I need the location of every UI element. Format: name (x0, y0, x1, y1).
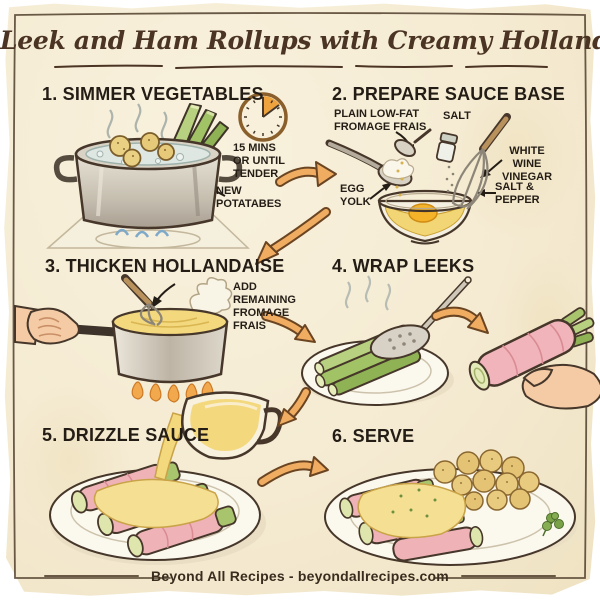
falling-grains (395, 161, 404, 197)
add-fromage-arrow-icon (151, 283, 176, 309)
step6-heading: 6. SERVE (332, 426, 415, 446)
salt-pepper-label: SALT & PEPPER (495, 181, 540, 206)
saucepan-body (111, 320, 229, 384)
footer-rule-left (44, 575, 140, 577)
arrow-step3-to-step4-icon (261, 311, 316, 343)
serve-plate-illustration (324, 449, 577, 566)
new-potatoes (433, 449, 540, 511)
steam-icon (106, 103, 168, 141)
step4-heading: 4. WRAP LEEKS (332, 256, 475, 276)
gas-flame-icon (114, 228, 170, 238)
whisk (121, 274, 163, 326)
sauce-stream (154, 412, 189, 481)
step5-heading: 5. DRIZZLE SAUCE (42, 425, 210, 445)
add-fromage-label: ADD REMAINING FROMAGE FRAIS (233, 281, 296, 332)
herb-specks (391, 488, 437, 518)
white-wine-vinegar-label: WHITE WINE VINEGAR (501, 145, 553, 183)
arrow-wrap-step-icon (431, 306, 489, 334)
footer-rule-right (460, 575, 556, 577)
spoon-egg-yolk (325, 139, 415, 187)
salt-label: SALT (443, 110, 471, 122)
parsley-garnish (542, 512, 564, 537)
footer-text: Beyond All Recipes - beyondallrecipes.co… (151, 568, 449, 584)
slotted-spoon (369, 276, 472, 360)
timer-note: 15 MINS OR UNTIL TENDER (233, 142, 285, 180)
pot-handle-left (53, 155, 78, 183)
step1-heading: 1. SIMMER VEGETABLES (42, 84, 264, 104)
egg-yolk-label: EGG YOLK (340, 183, 371, 208)
step3-heading: 3. THICKEN HOLLANDAISE (45, 256, 285, 276)
salt-shaker-icon (435, 132, 459, 193)
jug-handle (256, 407, 283, 445)
steam-icon (344, 275, 392, 311)
arrow-step2-to-step3-icon (255, 207, 331, 265)
potatoes-in-pot (109, 132, 175, 168)
footer: Beyond All Recipes - beyondallrecipes.co… (0, 568, 600, 584)
new-potatoes-label: NEW POTATABES (216, 185, 282, 210)
hand-wrapping-rollup (468, 307, 600, 410)
step2-heading: 2. PREPARE SAUCE BASE (332, 84, 565, 104)
thicken-pan-illustration (14, 274, 233, 403)
salt-grains (445, 165, 455, 193)
ham-rollup (468, 307, 595, 391)
cream-dollop (189, 277, 233, 315)
arrow-step1-to-step2-icon (275, 161, 337, 187)
arrow-step4-to-step5-icon (277, 387, 311, 427)
thumb (522, 368, 554, 388)
fromage-frais-label: PLAIN LOW-FAT FROMAGE FRAIS (334, 108, 427, 133)
drizzle-sauce-illustration (49, 391, 283, 565)
title-underline (54, 64, 548, 69)
egg-yolk (408, 203, 438, 223)
timer-icon (238, 92, 288, 142)
hand-holding-pan (14, 304, 120, 346)
sauce-base-illustration (325, 113, 511, 245)
pot-handle-right (218, 155, 243, 183)
wrap-leeks-illustration (301, 275, 600, 410)
sauce-jug (181, 391, 283, 460)
cream-dollop (382, 158, 415, 180)
arrow-step5-to-step6-icon (257, 456, 329, 487)
clock-ticks (244, 98, 282, 136)
spoon-fromage-pouring (394, 128, 432, 197)
water-bubbles (96, 150, 184, 165)
simmer-pot-illustration (46, 103, 250, 249)
page-title: Leek and Ham Rollups with Creamy Holland… (0, 26, 600, 55)
pot-body (74, 152, 222, 230)
